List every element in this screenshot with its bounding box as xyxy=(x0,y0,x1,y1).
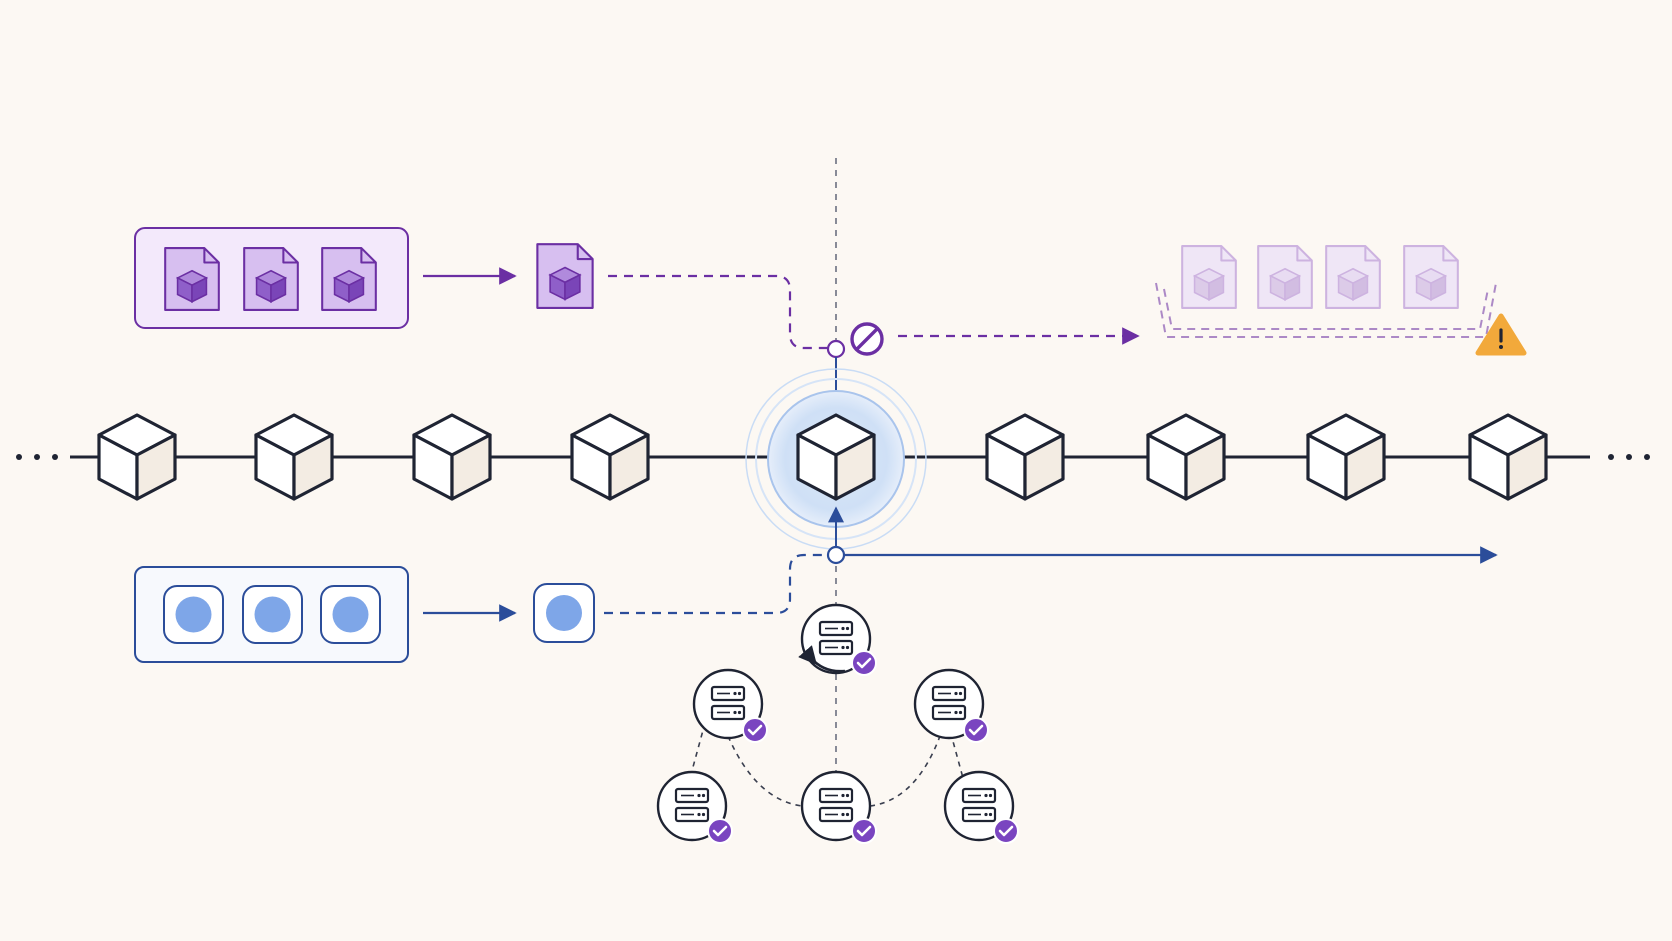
validator-link xyxy=(869,735,941,807)
ellipsis-left xyxy=(16,454,58,460)
circle-token-icon xyxy=(242,585,303,644)
refresh-arrow-icon xyxy=(798,645,846,673)
chain-block xyxy=(570,413,650,501)
purple-flow xyxy=(134,227,1527,410)
rejected-file-icon xyxy=(1326,246,1380,308)
file-cube-icon xyxy=(244,248,298,310)
chain-block-highlighted xyxy=(796,413,876,501)
rejected-file-icon xyxy=(1258,246,1312,308)
file-cube-icon xyxy=(322,248,376,310)
circle-token-icon xyxy=(533,583,595,643)
purple-dashed-connector xyxy=(608,274,828,350)
blockchain xyxy=(16,368,1650,550)
file-cube-icon xyxy=(537,244,593,308)
chain-block xyxy=(985,413,1065,501)
ellipsis-right xyxy=(1608,454,1650,460)
check-icon xyxy=(851,650,877,676)
chain-block xyxy=(254,413,334,501)
validator-link xyxy=(689,722,706,779)
circle-token-icon xyxy=(163,585,224,644)
blue-dashed-connector xyxy=(604,553,828,615)
check-icon xyxy=(851,818,877,844)
circle-token-icon xyxy=(320,585,381,644)
purple-junction xyxy=(826,339,846,359)
chain-block xyxy=(1306,413,1386,501)
check-icon xyxy=(707,818,733,844)
check-icon xyxy=(963,717,989,743)
blue-flow xyxy=(134,506,1498,663)
check-icon xyxy=(742,717,768,743)
file-cube-icon xyxy=(165,248,219,310)
blue-junction xyxy=(826,545,846,565)
chain-block xyxy=(1146,413,1226,501)
rejected-tray xyxy=(1155,282,1497,338)
rejected-file-icon xyxy=(1404,246,1458,308)
chain-block xyxy=(412,413,492,501)
check-icon xyxy=(993,818,1019,844)
chain-block xyxy=(1468,413,1548,501)
block-icon xyxy=(850,322,884,356)
warning-icon xyxy=(1475,313,1527,356)
chain-block xyxy=(97,413,177,501)
rejected-file-icon xyxy=(1182,246,1236,308)
validator-network xyxy=(656,603,1019,844)
validator-link xyxy=(727,735,803,807)
